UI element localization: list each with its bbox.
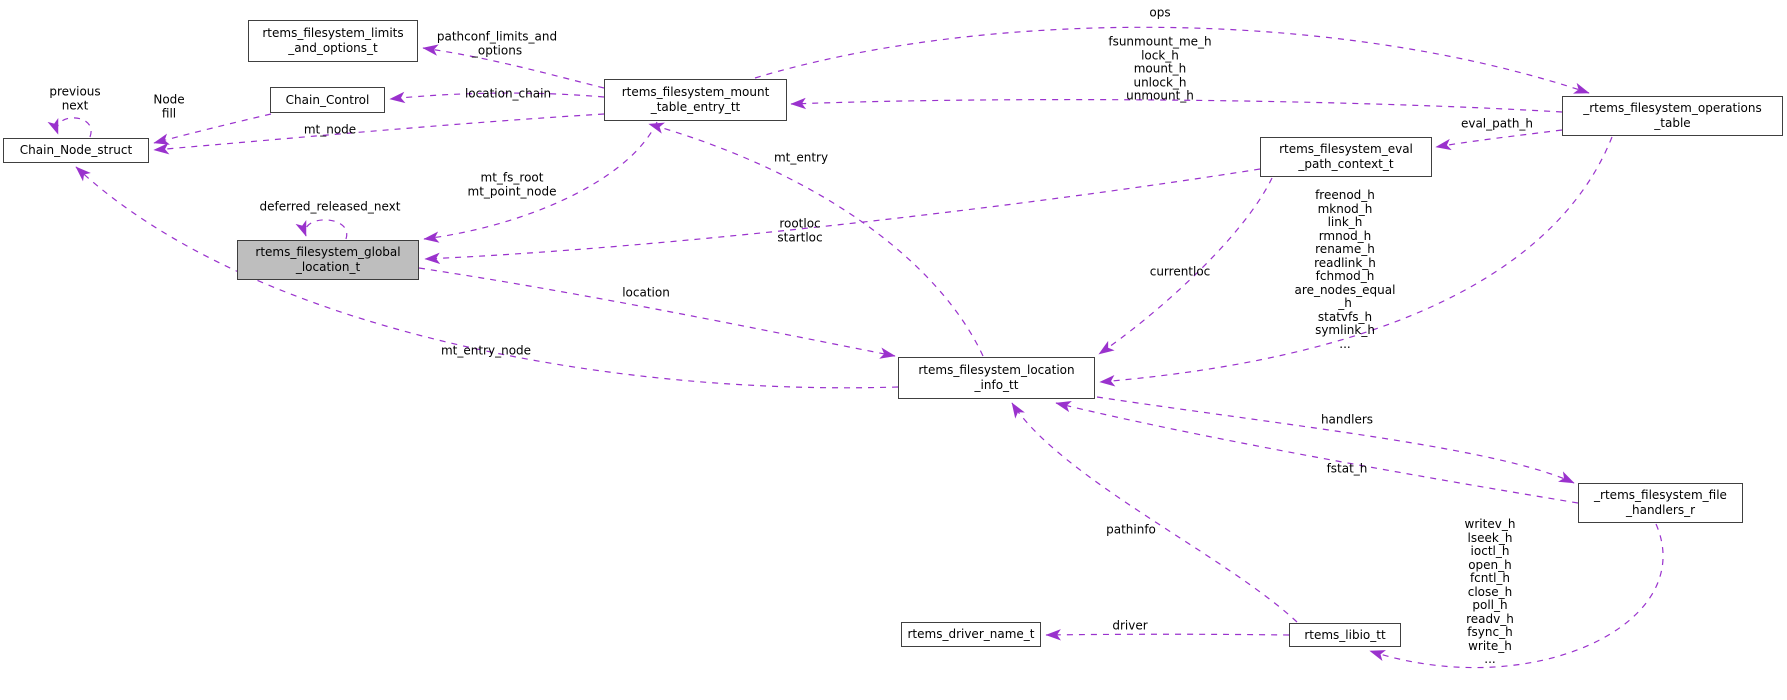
edge-location bbox=[418, 267, 896, 359]
node-rtems-driver-name-t[interactable]: rtems_driver_name_t bbox=[901, 622, 1041, 647]
edge-deferred-released-next-self-loop bbox=[295, 219, 348, 240]
edge-node-fill bbox=[153, 113, 272, 145]
edge-mt-node bbox=[153, 113, 605, 155]
edge-rootloc-startloc bbox=[424, 168, 1261, 265]
node-rtems-filesystem-mount-table-entry-tt[interactable]: rtems_filesystem_mount _table_entry_tt bbox=[604, 79, 787, 121]
edge-file-methods bbox=[1369, 523, 1664, 669]
edge-pathconf-limits-and-options bbox=[422, 44, 605, 89]
node-rtems-filesystem-limits-and-options-t[interactable]: rtems_filesystem_limits _and_options_t bbox=[248, 20, 418, 62]
edge-location-chain bbox=[389, 91, 605, 104]
edge-mt-fs-root-mt-point-node bbox=[423, 121, 658, 243]
edge-ops-mount-methods bbox=[790, 97, 1563, 113]
edge-mt-entry-node bbox=[75, 166, 899, 389]
node-rtems-filesystem-eval-path-context-t[interactable]: rtems_filesystem_eval _path_context_t bbox=[1260, 137, 1432, 177]
edge-fstat-h bbox=[1055, 401, 1579, 504]
edge-mt-entry bbox=[648, 122, 984, 357]
edge-currentloc bbox=[1098, 177, 1273, 355]
edge-eval-path-h bbox=[1435, 129, 1563, 151]
edge-handlers bbox=[1096, 396, 1575, 484]
edge-driver bbox=[1045, 629, 1290, 641]
node-rtems-filesystem-operations-table[interactable]: _rtems_filesystem_operations _table bbox=[1562, 96, 1783, 136]
edge-pathinfo bbox=[1011, 402, 1298, 623]
node-rtems-libio-tt[interactable]: rtems_libio_tt bbox=[1289, 623, 1401, 647]
node-rtems-filesystem-file-handlers-r[interactable]: _rtems_filesystem_file _handlers_r bbox=[1578, 483, 1743, 523]
node-rtems-filesystem-global-location-t: rtems_filesystem_global _location_t bbox=[237, 240, 419, 280]
edge-ops bbox=[754, 26, 1590, 94]
node-rtems-filesystem-location-info-tt[interactable]: rtems_filesystem_location _info_tt bbox=[898, 357, 1095, 399]
edge-previous-next-self-loop bbox=[47, 117, 92, 138]
edge-ops-node-methods bbox=[1099, 136, 1613, 387]
node-chain-node-struct[interactable]: Chain_Node_struct bbox=[3, 138, 149, 163]
node-chain-control[interactable]: Chain_Control bbox=[270, 87, 385, 113]
